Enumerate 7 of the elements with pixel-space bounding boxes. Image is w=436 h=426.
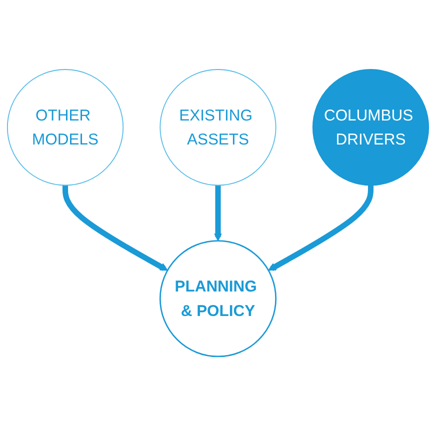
node-circle: OTHER MODELS bbox=[6, 69, 124, 186]
node-circle: EXISTING ASSETS bbox=[160, 69, 276, 186]
arrow bbox=[268, 185, 374, 271]
node-circle: PLANNING & POLICY bbox=[159, 240, 277, 358]
node-circle: COLUMBUS DRIVERS bbox=[312, 69, 430, 186]
arrow bbox=[214, 185, 222, 242]
arrow bbox=[62, 185, 168, 271]
